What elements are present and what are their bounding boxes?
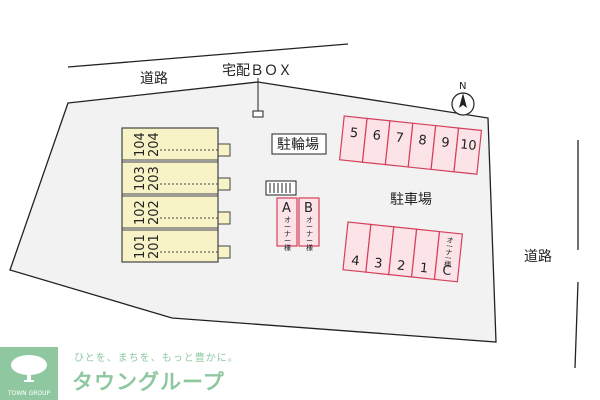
road-label-right: 道路 xyxy=(524,249,552,265)
unit-number: 104 xyxy=(133,132,148,157)
parking-number: 1 xyxy=(419,261,429,277)
parking-space: 6 xyxy=(361,117,391,166)
bicycle-rack xyxy=(265,180,297,196)
road-edge-right-lower xyxy=(574,281,579,369)
svg-text:様: 様 xyxy=(444,259,452,269)
svg-text:ナ: ナ xyxy=(284,230,291,238)
unit-number: 102 xyxy=(133,200,148,225)
road-label-top: 道路 xyxy=(140,71,168,87)
svg-text:オ: オ xyxy=(284,216,291,224)
parking-number: 10 xyxy=(459,137,477,154)
tree-icon xyxy=(11,355,47,382)
bicycle-parking-label: 駐輪場 xyxy=(277,136,319,153)
parking-number: 2 xyxy=(396,258,406,274)
logo-text: TOWN GROUP xyxy=(7,390,51,397)
property-boundary xyxy=(9,81,497,343)
parking-space: 9 xyxy=(430,124,460,173)
unit-number: 203 xyxy=(147,166,162,191)
svg-text:オ: オ xyxy=(446,236,454,245)
parking-space: 10 xyxy=(453,127,483,175)
svg-text:様: 様 xyxy=(284,243,291,252)
car-parking-label: 駐車場 xyxy=(390,191,432,208)
svg-text:オ: オ xyxy=(306,216,313,224)
road-edge-top xyxy=(67,43,349,68)
svg-text:ー: ー xyxy=(306,223,313,231)
parking-number: 3 xyxy=(373,256,383,272)
unit-number: 201 xyxy=(147,234,162,259)
unit-number: 202 xyxy=(147,200,162,225)
svg-text:ー: ー xyxy=(306,237,313,245)
svg-text:ー: ー xyxy=(284,237,291,245)
north-arrow-icon: N xyxy=(451,81,475,116)
svg-text:ー: ー xyxy=(284,223,291,231)
unit-number: 204 xyxy=(147,132,162,157)
north-label: N xyxy=(459,81,466,92)
parking-number: 6 xyxy=(372,128,382,144)
parking-number: 5 xyxy=(349,126,359,142)
brand-name: タウングループ xyxy=(72,370,225,394)
svg-text:ー: ー xyxy=(444,254,452,263)
svg-text:様: 様 xyxy=(306,243,313,252)
town-group-logo: TOWN GROUP xyxy=(0,347,58,400)
parking-number: 9 xyxy=(441,135,451,151)
parking-number: 7 xyxy=(395,131,405,147)
owner-space-letter: B xyxy=(304,201,313,216)
bicycle-parking-frame xyxy=(271,133,327,155)
delivery-box xyxy=(252,110,264,118)
parking-number: 8 xyxy=(418,133,428,149)
svg-text:ー: ー xyxy=(446,242,454,251)
unit-number: 103 xyxy=(133,166,148,191)
svg-text:ナ: ナ xyxy=(306,230,313,238)
delivery-box-label: 宅配ＢＯＸ xyxy=(222,63,292,79)
parking-number: 4 xyxy=(351,254,361,270)
unit-number: 101 xyxy=(133,234,148,259)
svg-text:ナ: ナ xyxy=(445,248,453,257)
tagline: ひとを、まちを、もっと豊かに。 xyxy=(74,353,239,364)
parking-number: C xyxy=(442,263,453,279)
owner-space-letter: A xyxy=(282,201,291,216)
